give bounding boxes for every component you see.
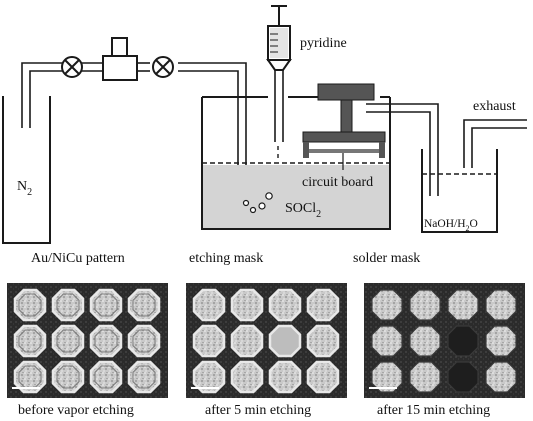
n2-cylinder: N2 (2, 96, 51, 244)
n2-label: N2 (17, 179, 32, 198)
pad-grid-3 (371, 289, 517, 393)
micrograph-panel-1: Au/NiCu pattern before vapor etching (7, 251, 168, 418)
octagonal-pad (371, 289, 403, 321)
octagonal-pad (230, 288, 264, 322)
gas-bubbles (242, 192, 273, 214)
octagonal-pad (306, 324, 340, 358)
pad-ring (94, 365, 118, 389)
octagonal-pad (447, 325, 479, 357)
octagonal-pad (230, 360, 264, 394)
circuit-board-holder[interactable] (302, 83, 386, 158)
socl2-label: SOCl2 (285, 201, 321, 220)
octagonal-pad (306, 288, 340, 322)
octagonal-pad (485, 289, 517, 321)
gas-line (21, 62, 247, 193)
octagonal-pad (268, 324, 302, 358)
octagonal-pad (268, 360, 302, 394)
octagonal-pad (371, 361, 403, 393)
valve-right[interactable] (152, 56, 174, 78)
pyridine-label: pyridine (300, 36, 347, 51)
octagonal-pad (409, 325, 441, 357)
scrubber-vessel: NaOH/H2O (421, 149, 498, 233)
octagonal-pad (485, 361, 517, 393)
octagonal-pad (192, 360, 226, 394)
panel-1-caption: before vapor etching (18, 403, 134, 418)
pad-ring (56, 329, 80, 353)
octagonal-pad (230, 324, 264, 358)
exhaust-label: exhaust (473, 99, 516, 114)
octagonal-pad (371, 325, 403, 357)
panel-3-caption: after 15 min etching (377, 403, 490, 418)
naoh-label: NaOH/H2O (424, 218, 478, 233)
pad-ring (94, 293, 118, 317)
circuit-board-label: circuit board (302, 175, 373, 190)
pyridine-syringe[interactable]: pyridine (266, 5, 347, 158)
flow-regulator[interactable] (102, 37, 138, 81)
octagonal-pad (447, 289, 479, 321)
main-tank: SOCl2 (201, 96, 391, 230)
pad-ring (132, 365, 156, 389)
octagonal-pad (192, 324, 226, 358)
octagonal-pad (409, 361, 441, 393)
pad-ring (18, 329, 42, 353)
pad-ring (132, 329, 156, 353)
panel-2-label: etching mask (189, 251, 263, 266)
octagonal-pad (306, 360, 340, 394)
micrograph-panel-2: etching mask after 5 min etching (186, 251, 347, 418)
pad-ring (56, 293, 80, 317)
panel-2-caption: after 5 min etching (205, 403, 311, 418)
pad-ring (56, 365, 80, 389)
octagonal-pad (192, 288, 226, 322)
pad-ring (18, 293, 42, 317)
pad-grid-2 (192, 288, 340, 394)
exhaust-line (366, 103, 527, 196)
panel-3-label: solder mask (353, 251, 420, 266)
octagonal-pad (447, 361, 479, 393)
panel-1-label: Au/NiCu pattern (31, 251, 125, 266)
valve-left[interactable] (61, 56, 83, 78)
octagonal-pad (268, 288, 302, 322)
octagonal-pad (409, 289, 441, 321)
micrograph-panel-3: solder mask after 15 min etching (353, 251, 525, 418)
pad-grid-1 (13, 288, 161, 394)
octagonal-pad (485, 325, 517, 357)
pad-ring (132, 293, 156, 317)
pad-ring (94, 329, 118, 353)
